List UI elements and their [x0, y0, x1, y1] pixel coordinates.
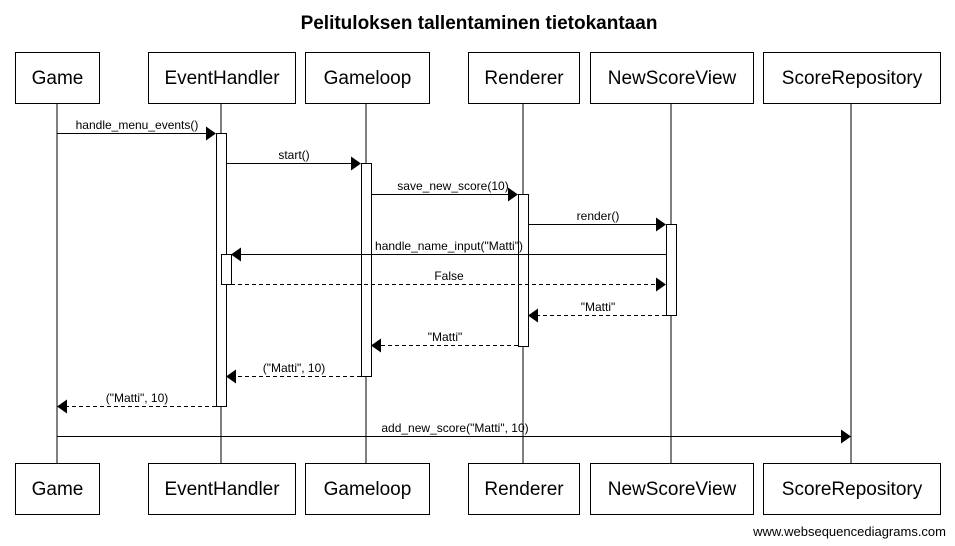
message-5: handle_name_input("Matti") [231, 239, 666, 262]
message-1: handle_menu_events() [57, 118, 216, 141]
message-arrowhead [656, 217, 666, 232]
message-label: add_new_score("Matti", 10) [381, 421, 528, 435]
message-arrowhead [656, 277, 666, 292]
message-arrowhead [371, 338, 381, 353]
message-10: ("Matti", 10) [57, 391, 216, 414]
message-3: save_new_score(10) [371, 179, 518, 202]
participant-label-scorerepository-bottom: ScoreRepository [782, 479, 923, 500]
message-label: save_new_score(10) [397, 179, 508, 193]
participant-label-eventhandler-top: EventHandler [164, 68, 280, 89]
message-arrowhead [351, 156, 361, 171]
participant-label-newscoreview-bottom: NewScoreView [608, 479, 737, 500]
participant-box-scorerepository-bottom [763, 463, 941, 515]
message-label: start() [278, 148, 309, 162]
message-label: False [434, 269, 464, 283]
diagram-title: Pelituloksen tallentaminen tietokantaan [301, 13, 658, 34]
watermark: www.websequencediagrams.com [752, 524, 946, 539]
message-4: render() [528, 209, 666, 232]
message-11: add_new_score("Matti", 10) [57, 421, 851, 444]
message-label: ("Matti", 10) [106, 391, 169, 405]
participant-label-scorerepository-top: ScoreRepository [782, 68, 923, 89]
participant-label-game-bottom: Game [32, 479, 84, 500]
message-arrowhead [57, 399, 67, 414]
activation-eventhandler-nested [221, 254, 232, 285]
activation-gameloop [361, 163, 372, 377]
participant-box-eventhandler-bottom [148, 463, 296, 515]
message-2: start() [226, 148, 361, 171]
participant-box-gameloop-bottom [305, 463, 430, 515]
message-label: "Matti" [581, 300, 616, 314]
message-8: "Matti" [371, 330, 518, 353]
participant-box-game-top [15, 52, 100, 104]
participant-box-newscoreview-bottom [590, 463, 754, 515]
participant-label-eventhandler-bottom: EventHandler [164, 479, 280, 500]
message-label: handle_menu_events() [76, 118, 199, 132]
message-arrowhead [841, 429, 851, 444]
participant-box-newscoreview-top [590, 52, 754, 104]
participant-box-game-bottom [15, 463, 100, 515]
participant-box-renderer-bottom [468, 463, 580, 515]
message-arrowhead [528, 308, 538, 323]
message-arrowhead [226, 369, 236, 384]
message-label: render() [577, 209, 620, 223]
message-6: False [231, 269, 666, 292]
participant-box-eventhandler-top [148, 52, 296, 104]
participant-label-game-top: Game [32, 68, 84, 89]
participant-label-gameloop-top: Gameloop [324, 68, 412, 89]
participant-label-renderer-bottom: Renderer [484, 479, 564, 500]
activation-renderer [518, 194, 529, 347]
participant-box-renderer-top [468, 52, 580, 104]
message-label: handle_name_input("Matti") [375, 239, 523, 253]
message-9: ("Matti", 10) [226, 361, 361, 384]
participant-box-scorerepository-top [763, 52, 941, 104]
participant-label-newscoreview-top: NewScoreView [608, 68, 737, 89]
participant-label-gameloop-bottom: Gameloop [324, 479, 412, 500]
message-arrowhead [206, 126, 216, 141]
activation-newscoreview [666, 224, 677, 316]
message-arrowhead [508, 187, 518, 202]
message-label: "Matti" [428, 330, 463, 344]
message-arrowhead [231, 247, 241, 262]
message-label: ("Matti", 10) [263, 361, 326, 375]
message-7: "Matti" [528, 300, 666, 323]
participant-box-gameloop-top [305, 52, 430, 104]
participant-label-renderer-top: Renderer [484, 68, 564, 89]
